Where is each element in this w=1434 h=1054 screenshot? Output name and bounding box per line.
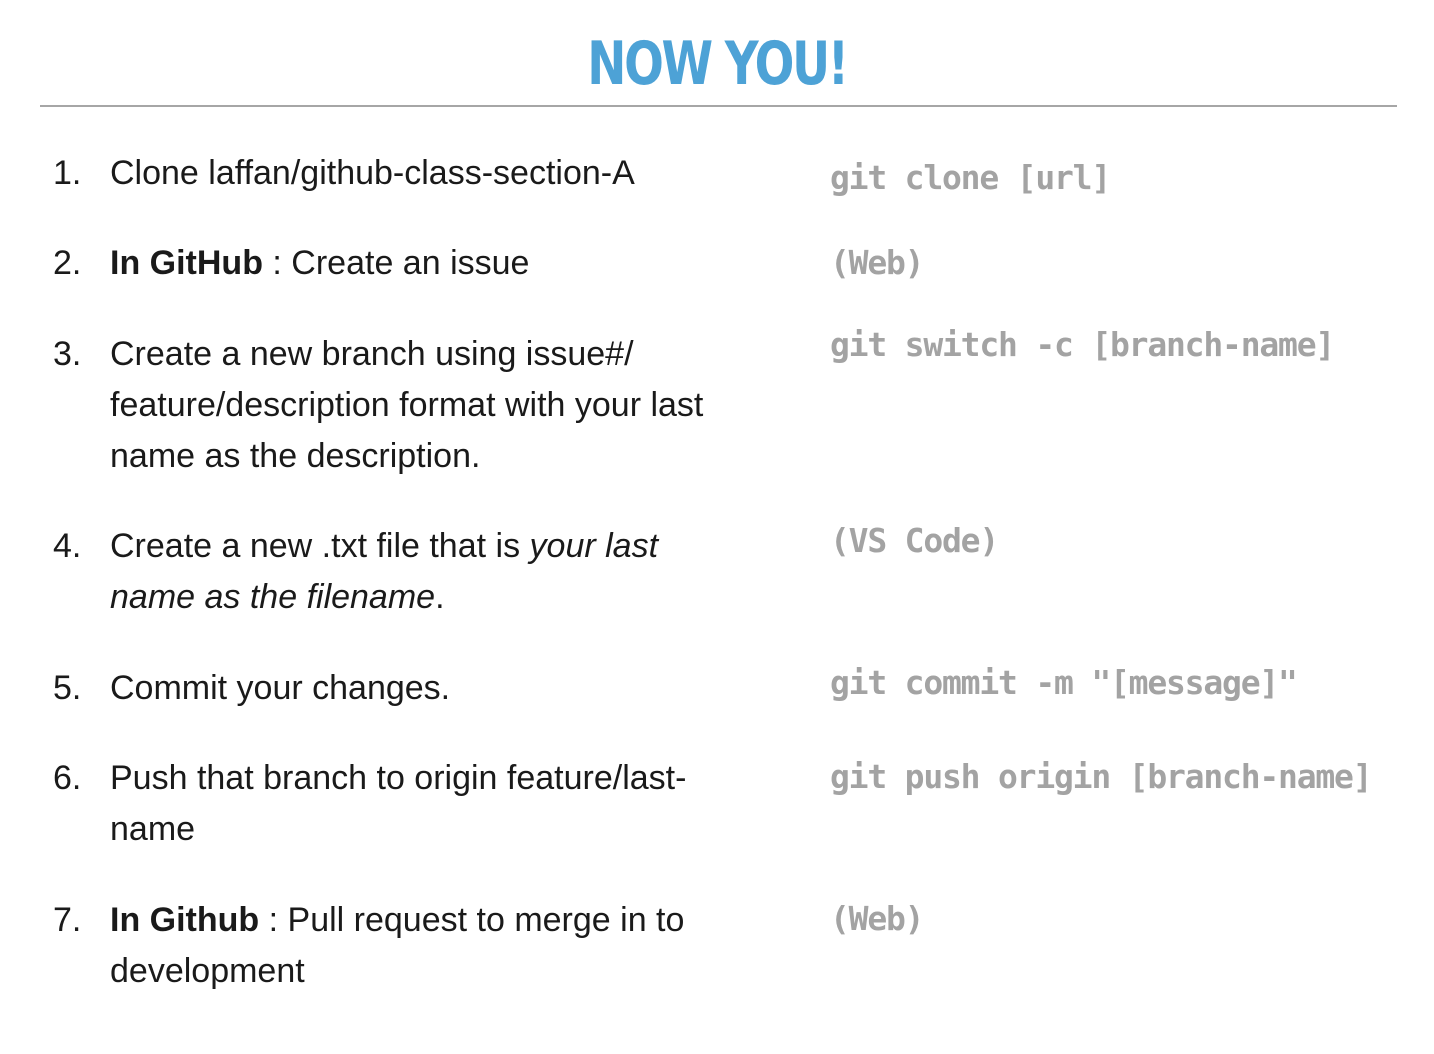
page-title: NOW YOU! bbox=[587, 29, 849, 99]
step-text: Push that branch to origin feature/last-… bbox=[110, 759, 687, 848]
step-number: 4. bbox=[53, 527, 82, 565]
step-command: (Web) bbox=[830, 899, 925, 938]
step-number: 1. bbox=[53, 154, 82, 192]
step-text-end: . bbox=[435, 578, 445, 616]
step-text: Clone laffan/github-class-section-A bbox=[110, 154, 635, 192]
step-text: : Create an issue bbox=[262, 244, 530, 282]
step-command: git clone [url] bbox=[830, 158, 1111, 197]
step-command: git switch -c [branch-name] bbox=[830, 325, 1335, 364]
step-number: 3. bbox=[53, 335, 82, 373]
title-divider bbox=[40, 105, 1397, 107]
step-text: Commit your changes. bbox=[110, 669, 451, 707]
step-number: 7. bbox=[53, 901, 82, 939]
step-text: Create a new .txt file that is bbox=[110, 527, 530, 565]
step-italic-text: your last name as the filename bbox=[110, 527, 659, 616]
step-text: : Pull request to merge in to developmen… bbox=[110, 901, 685, 990]
step-command: git commit -m "[message]" bbox=[830, 663, 1298, 702]
step-command: (Web) bbox=[830, 243, 925, 282]
step-number: 2. bbox=[53, 244, 82, 282]
step-text-wrap: In GitHub : Create an issue bbox=[110, 238, 760, 289]
step-number: 5. bbox=[53, 669, 82, 707]
step-text-wrap: Create a new .txt file that is your last… bbox=[110, 521, 730, 623]
step-bold-label: In Github bbox=[110, 901, 260, 939]
step-command: (VS Code) bbox=[830, 521, 999, 560]
step-command: git push origin [branch-name] bbox=[830, 757, 1373, 796]
step-bold-label: In GitHub bbox=[110, 244, 263, 282]
step-text-wrap: In Github : Pull request to merge in to … bbox=[110, 895, 760, 997]
step-text: Create a new branch using issue#/ featur… bbox=[110, 335, 704, 475]
step-number: 6. bbox=[53, 759, 82, 797]
